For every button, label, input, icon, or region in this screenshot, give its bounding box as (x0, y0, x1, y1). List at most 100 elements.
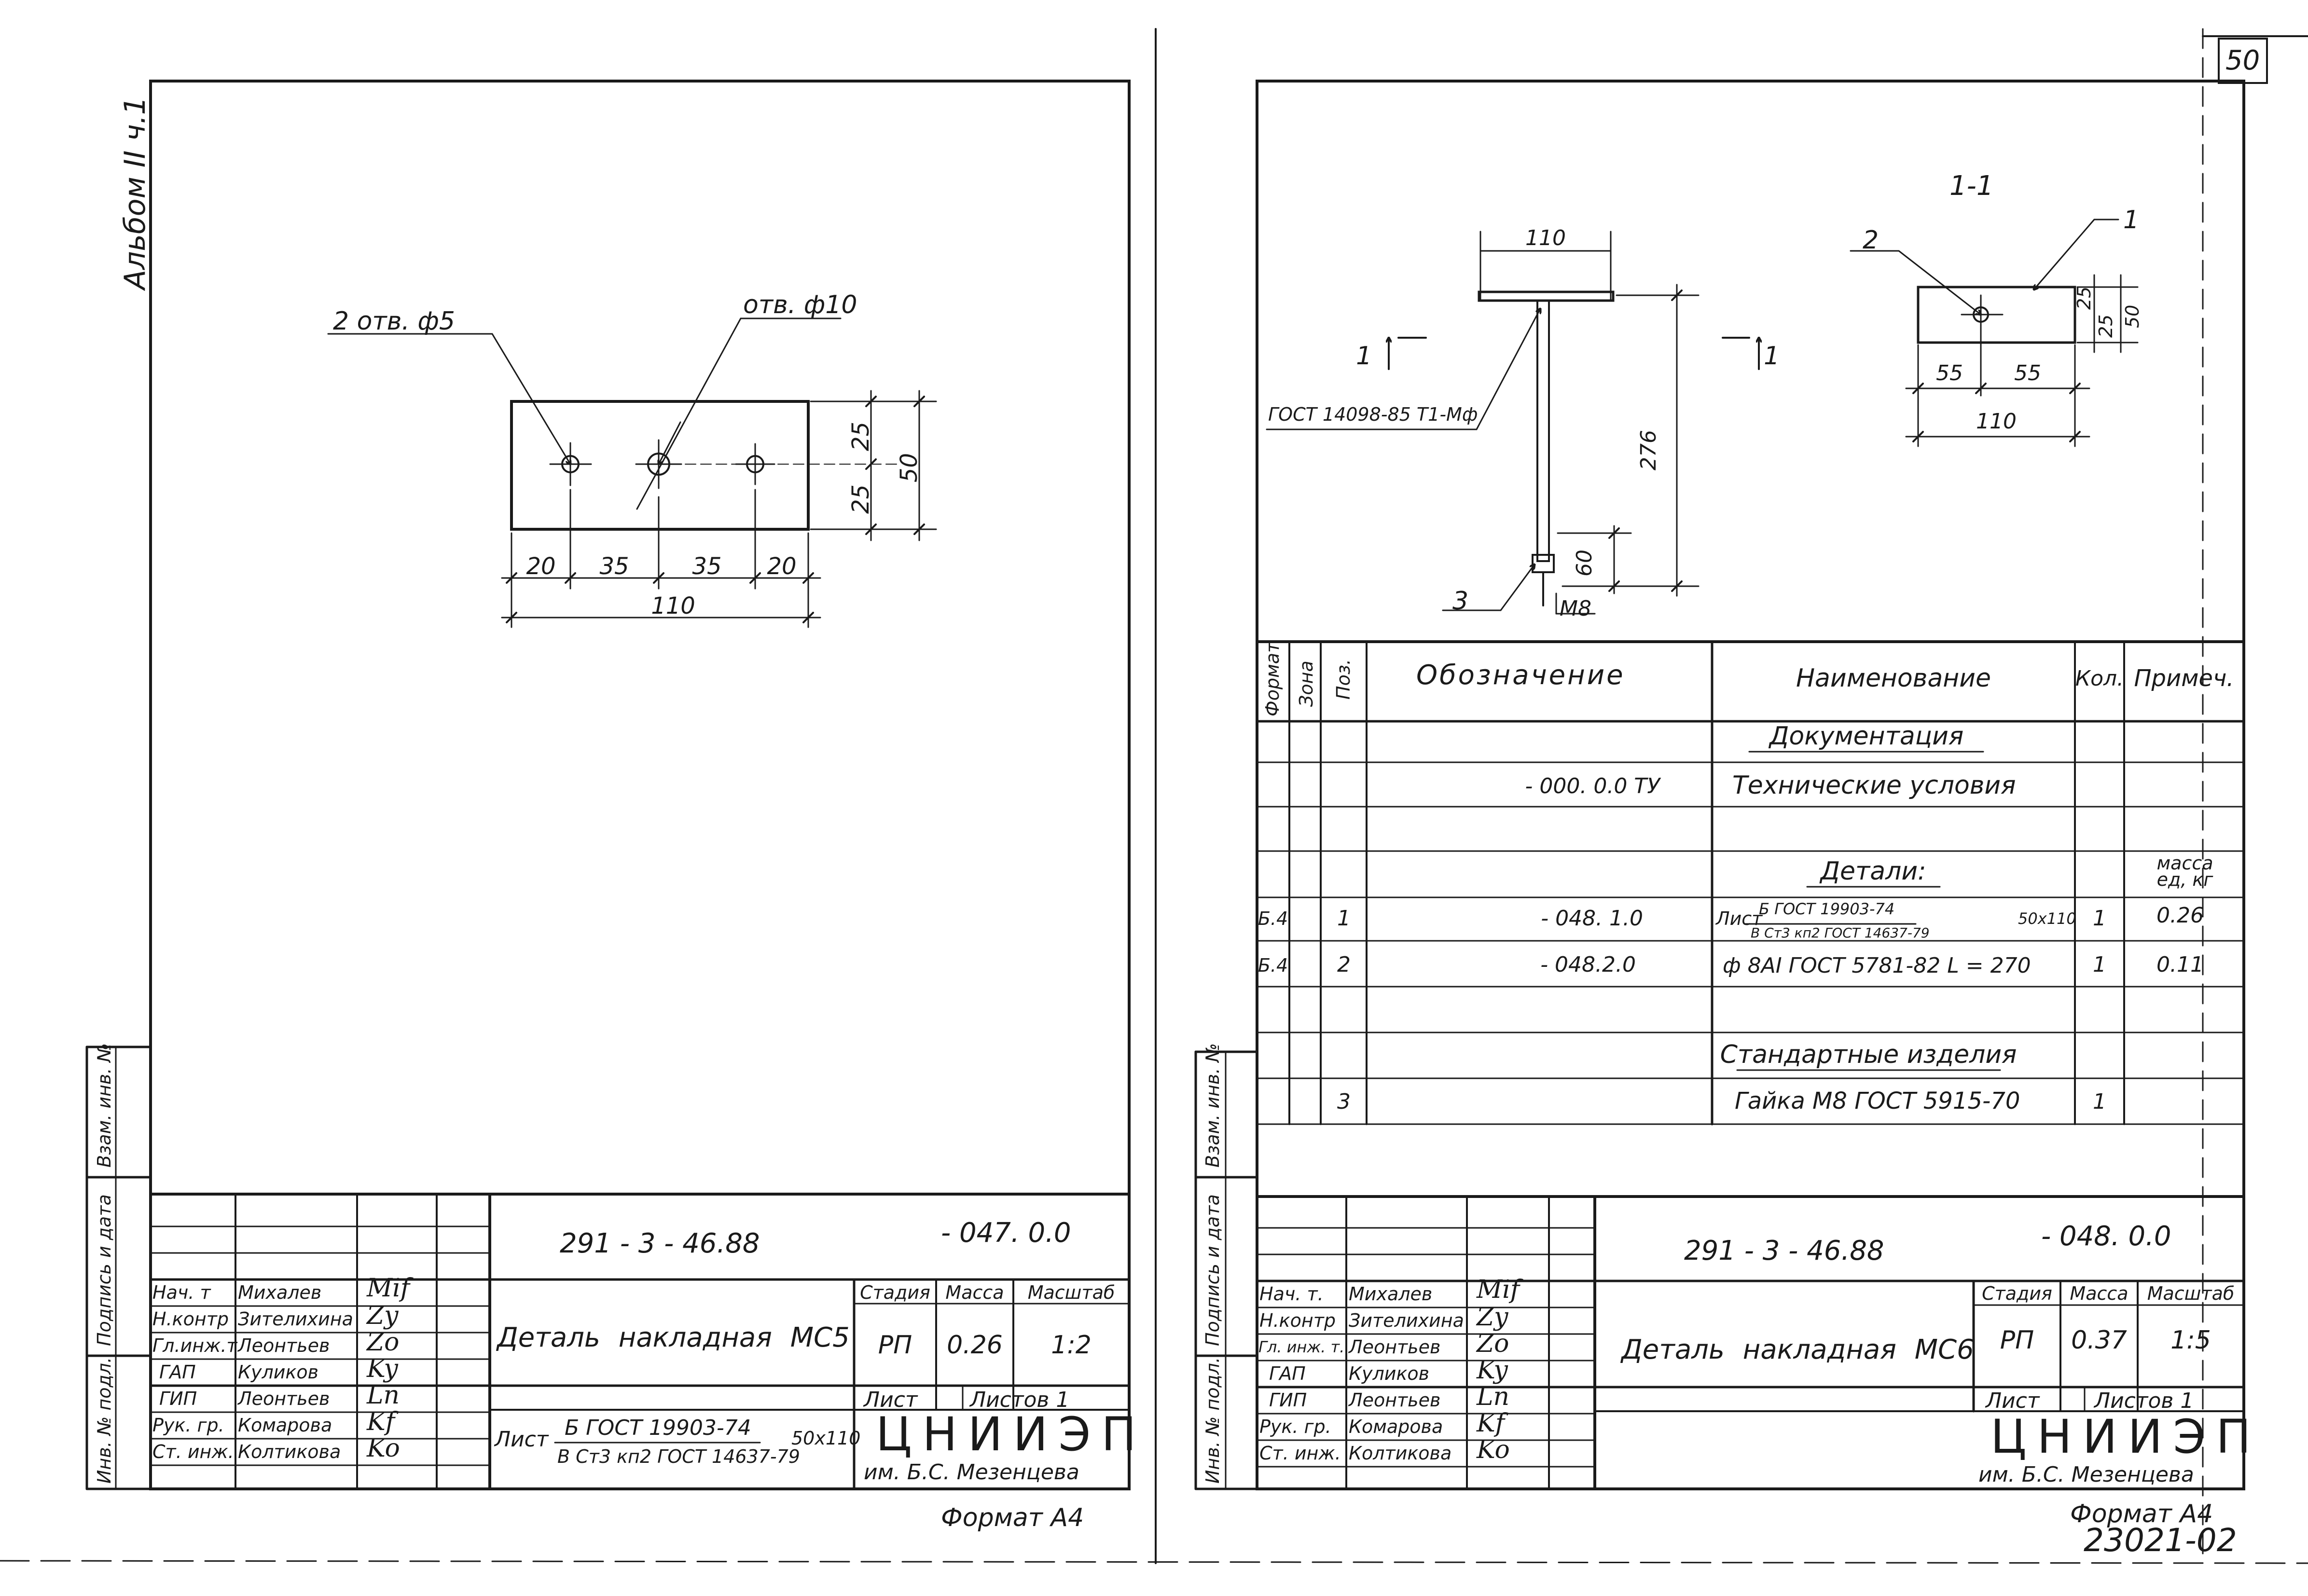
signature: Zo (1477, 1329, 1509, 1358)
right-mass-label: Масса (2070, 1283, 2128, 1304)
right-person: Куликов (1349, 1363, 1430, 1384)
dim-height-50: 50 (896, 453, 923, 482)
right-side-label-sign: Подпись и дата (1202, 1194, 1223, 1346)
position-3: 3 (1452, 587, 1469, 616)
signature: Ln (1477, 1382, 1510, 1411)
spec-format: Б.4 (1258, 955, 1288, 976)
right-role: Гл. инж. т. (1258, 1338, 1345, 1356)
right-role: Нач. т. (1259, 1283, 1324, 1305)
signature: Zy (1477, 1303, 1508, 1332)
position-2: 2 (1863, 226, 1879, 255)
signature: Ln (367, 1381, 400, 1410)
spec-header-name: Наименование (1796, 664, 1991, 693)
left-stage-label: Стадия (860, 1282, 930, 1303)
spec-qty: 1 (2093, 906, 2106, 931)
signature: Mif (1477, 1275, 1520, 1304)
dim-plate-110: 110 (1525, 226, 1566, 250)
left-scale-value: 1:2 (1051, 1331, 1092, 1360)
spec-format: Б.4 (1258, 908, 1288, 929)
left-side-label-repl: Взам. инв. № (94, 1043, 115, 1168)
spec-designation: - 048. 1.0 (1541, 906, 1643, 931)
right-format: Формат А4 (2070, 1500, 2213, 1528)
right-person: Зителихина (1349, 1310, 1464, 1331)
right-side-label-inv: Инв. № подл. (1202, 1357, 1223, 1484)
dim-35-right: 35 (692, 553, 722, 580)
dim-total-110: 110 (651, 592, 695, 619)
left-material-prefix: Лист (495, 1427, 549, 1452)
left-sheet-label: Лист (864, 1388, 918, 1412)
left-org-name: ЦНИИЭП (876, 1407, 1147, 1461)
left-doc-code: 291 - 3 - 46.88 (560, 1228, 760, 1259)
spec-section-docs: Документация (1769, 722, 1964, 751)
page-number: 50 (2225, 45, 2260, 76)
right-person: Комарова (1349, 1416, 1443, 1437)
spec-pos: 3 (1337, 1089, 1351, 1114)
section-mark-right: 1 (1764, 342, 1780, 371)
right-person: Леонтьев (1349, 1336, 1441, 1358)
spec-qty: 1 (2093, 1089, 2106, 1114)
left-mass-label: Масса (945, 1282, 1004, 1303)
left-mass-value: 0.26 (947, 1331, 1003, 1360)
sec-dim-55-right: 55 (2014, 361, 2041, 385)
callout-hole: отв. ф10 (743, 290, 857, 319)
right-role: Рук. гр. (1259, 1416, 1331, 1437)
left-person: Зителихина (238, 1308, 353, 1330)
thread-label: М8 (1560, 596, 1591, 621)
dim-rod-276: 276 (1636, 430, 1661, 470)
left-role: Гл.инж.т (152, 1335, 237, 1356)
spec-note: 0.26 (2156, 903, 2204, 928)
spec-section-parts: Детали: (1820, 857, 1926, 886)
signature: Mif (367, 1274, 410, 1303)
signature: Ky (367, 1354, 398, 1383)
right-role: ГАП (1269, 1363, 1306, 1384)
spec-pos: 1 (1337, 906, 1351, 931)
signature: Zy (367, 1301, 399, 1330)
callout-two-holes: 2 отв. ф5 (333, 307, 455, 336)
right-org-name: ЦНИИЭП (1990, 1410, 2262, 1464)
right-person: Леонтьев (1349, 1390, 1441, 1411)
dim-35-left: 35 (599, 553, 629, 580)
left-format: Формат А4 (941, 1503, 1084, 1532)
right-doc-name: Деталь накладная МС6 (1621, 1334, 1974, 1365)
left-material-size: 50х110 (791, 1428, 861, 1449)
left-side-label-inv: Инв. № подл. (94, 1357, 115, 1484)
left-person: Колтикова (238, 1441, 341, 1462)
spec-designation: - 000. 0.0 ТУ (1525, 774, 1660, 798)
right-side-label-repl: Взам. инв. № (1202, 1043, 1223, 1168)
left-doc-name: Деталь накладная МС5 (497, 1322, 850, 1353)
spec-header-designation: Обозначение (1416, 660, 1625, 691)
right-person: Колтикова (1349, 1443, 1452, 1464)
gost-label: ГОСТ 14098-85 Т1-Мф (1268, 404, 1478, 425)
spec-header-note: Примеч. (2134, 665, 2234, 692)
signature: Zo (367, 1328, 400, 1357)
dim-thread-60: 60 (1572, 550, 1597, 577)
right-scale-label: Масштаб (2147, 1283, 2235, 1304)
spec-name: ф 8АI ГОСТ 5781-82 L = 270 (1723, 953, 2031, 978)
right-sheet-label: Лист (1986, 1389, 2040, 1413)
sec-dim-25-bottom: 25 (2095, 314, 2116, 338)
right-stage-label: Стадия (1982, 1283, 2052, 1304)
signature: Kf (1477, 1409, 1505, 1438)
archive-number: 23021-02 (2084, 1522, 2237, 1559)
dim-20-right: 20 (767, 553, 797, 580)
left-stage-value: РП (878, 1331, 912, 1360)
right-scale-value: 1:5 (2170, 1326, 2211, 1355)
section-mark-left: 1 (1356, 342, 1372, 371)
spec-note: 0.11 (2156, 952, 2204, 977)
dim-20-left: 20 (526, 553, 556, 580)
dim-25-top: 25 (847, 421, 874, 451)
sec-dim-height-50: 50 (2122, 304, 2143, 328)
left-sheets-label: Листов 1 (970, 1388, 1070, 1412)
signature: Ko (367, 1434, 400, 1463)
right-mass-value: 0.37 (2071, 1326, 2127, 1355)
position-1: 1 (2123, 206, 2140, 234)
sec-dim-110: 110 (1976, 409, 2017, 434)
right-stage-value: РП (2000, 1326, 2034, 1355)
left-person: Комарова (238, 1415, 332, 1436)
dim-25-bottom: 25 (847, 484, 874, 514)
left-person: Михалев (238, 1282, 322, 1303)
left-role: Н.контр (152, 1308, 229, 1330)
sec-dim-25-top: 25 (2073, 286, 2095, 310)
spec-section-standard: Стандартные изделия (1720, 1040, 2017, 1069)
spec-pos: 2 (1337, 952, 1351, 977)
